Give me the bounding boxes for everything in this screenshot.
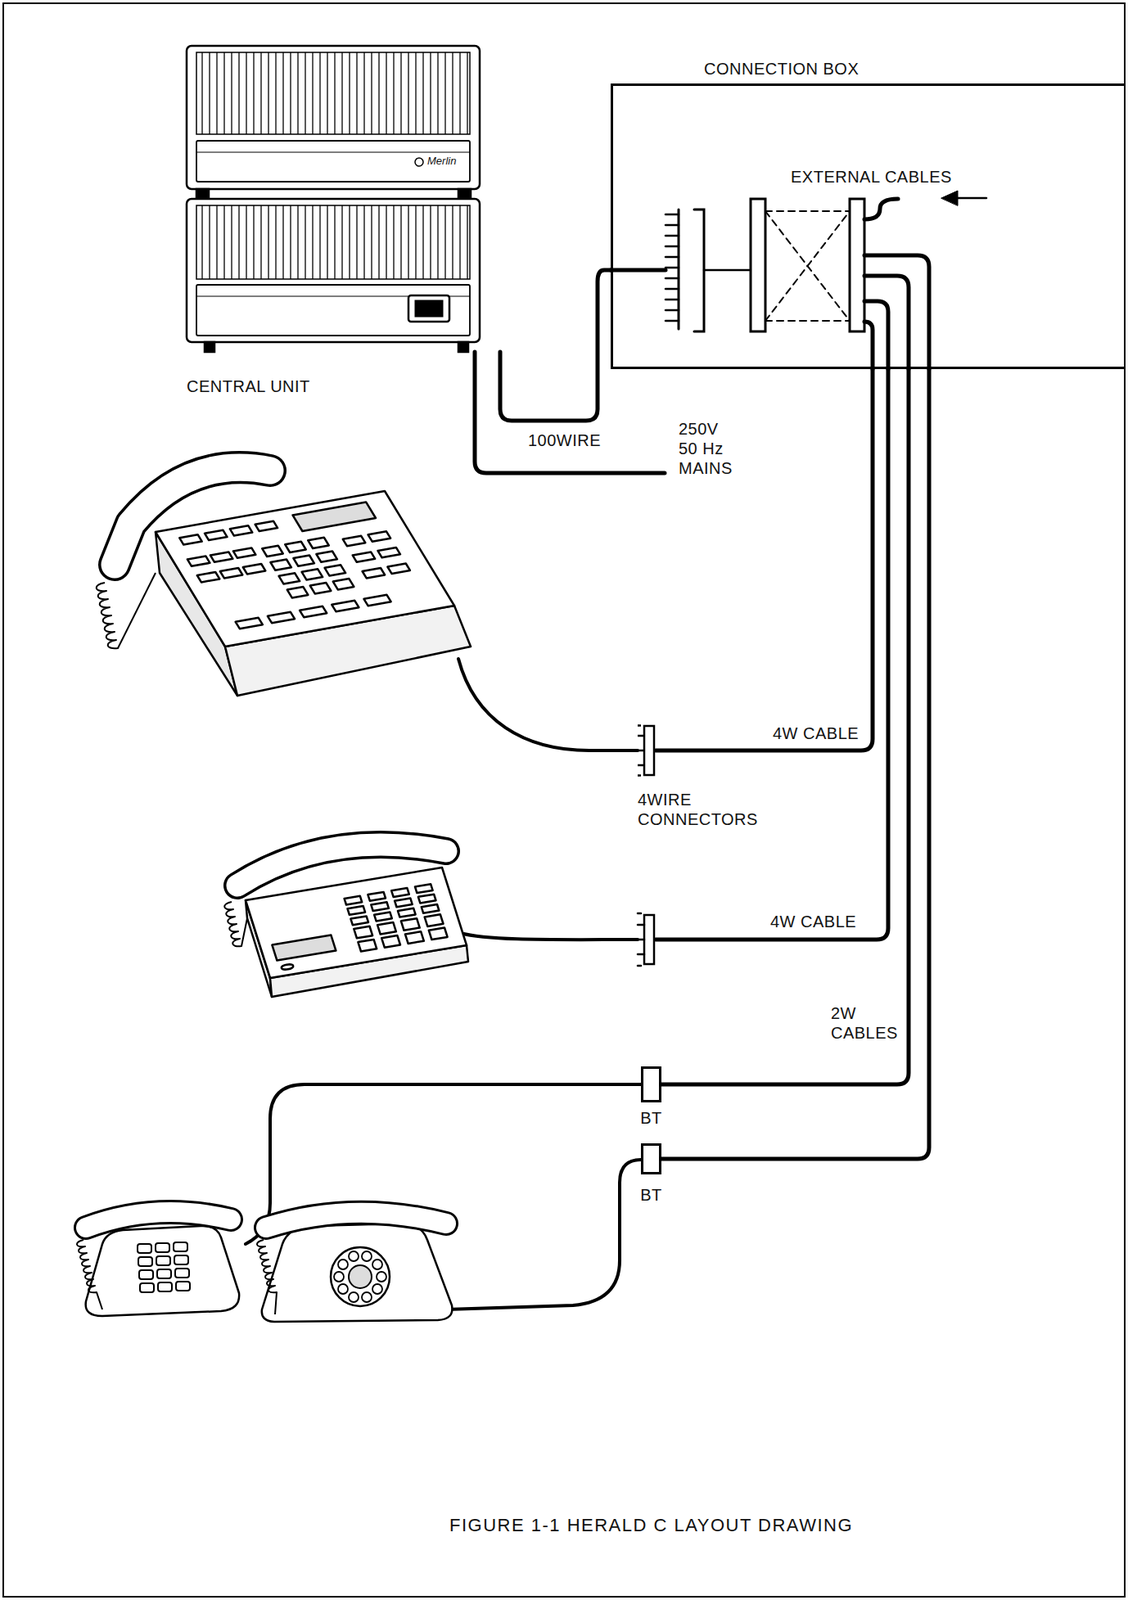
edge-label: 100WIRE	[525, 430, 604, 451]
four-wire-connector: 4WIRE CONNECTORS	[637, 724, 656, 777]
connection-box: CONNECTION BOX	[610, 83, 1125, 370]
bt-plug: BT	[640, 1066, 662, 1103]
plug-prongs	[637, 726, 645, 777]
figure-caption: FIGURE 1-1 HERALD C LAYOUT DRAWING	[449, 1515, 853, 1536]
key-telephone	[224, 844, 469, 998]
cable-connector	[661, 369, 930, 1160]
callout-label: 2W CABLES	[830, 1003, 901, 1043]
central-unit: CENTRAL UNIT	[186, 45, 480, 352]
node-label: CONNECTION BOX	[703, 58, 859, 79]
node-label: BT	[631, 1108, 672, 1128]
node-label: BT	[631, 1185, 672, 1205]
cable-connector	[655, 369, 873, 751]
node-label: CENTRAL UNIT	[186, 376, 311, 397]
feature-telephone	[96, 467, 471, 696]
plug-body	[644, 726, 655, 776]
rotary-telephone	[257, 1213, 452, 1323]
mains-cable	[474, 351, 665, 474]
second-four-wire-cable	[637, 369, 889, 966]
callout-label: EXTERNAL CABLES	[790, 166, 953, 187]
cable-connector	[500, 270, 611, 421]
callout-label: Merlin	[427, 154, 456, 168]
callout-label: 250V 50 Hz MAINS	[678, 419, 740, 479]
node-label: 4WIRE CONNECTORS	[637, 789, 761, 830]
central-unit-drawing	[186, 45, 480, 352]
push-button-telephone	[76, 1212, 240, 1317]
page-frame	[3, 3, 1125, 1598]
cable-connector	[661, 369, 909, 1085]
connector-plug-shape	[637, 724, 656, 777]
telephone-cords	[245, 658, 641, 1310]
callout-label: 4W CABLE	[770, 911, 857, 932]
edge-label: 4W CABLE	[770, 723, 862, 744]
bt-plug: BT	[640, 1143, 662, 1175]
terminal-block	[610, 190, 987, 370]
